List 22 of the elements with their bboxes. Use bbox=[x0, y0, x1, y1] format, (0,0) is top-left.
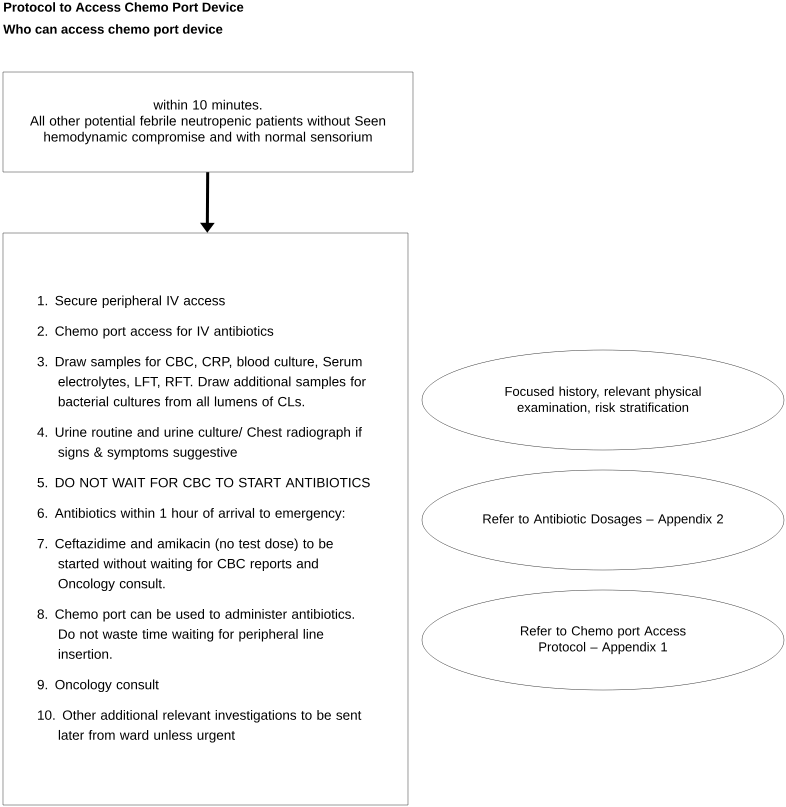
info-ellipse bbox=[422, 590, 784, 690]
title: Protocol to Access Chemo Port Device bbox=[4, 2, 244, 12]
list-item: 3. Draw samples for CBC, CRP, blood culture, Serum electrolytes, LFT, RFT. Draw additional samples for bacterial cultures from all lumens of CLs. bbox=[38, 356, 366, 406]
list-box bbox=[2, 232, 408, 806]
process-box bbox=[2, 72, 414, 172]
list-item: 10. Other additional relevant investigations to be sent later from ward unless urgent bbox=[38, 710, 362, 743]
list-item: 8. Chemo port can be used to administer antibiotics. Do not waste time waiting for peripheral line insertion. bbox=[38, 608, 354, 659]
ellipse-text: Focused history, relevant physical examination, risk stratification bbox=[506, 386, 701, 414]
list-item: 2. Chemo port access for IV antibiotics bbox=[38, 326, 274, 339]
ellipse-text: Refer to Antibiotic Dosages – Appendix 2 bbox=[483, 514, 723, 526]
list-item: 4. Urine routine and urine culture/ Chest radiograph if signs & symptoms suggestive bbox=[37, 426, 362, 460]
list-item: 9. Oncology consult bbox=[38, 679, 159, 692]
list-item: 6. Antibiotics within 1 hour of arrival to emergency: bbox=[38, 508, 344, 521]
list-item: 7. Ceftazidime and amikacin (no test dose) to be started without waiting for CBC reports and Oncology consult. bbox=[38, 538, 333, 592]
info-ellipse bbox=[422, 470, 784, 570]
box-text: within 10 minutes. bbox=[153, 100, 262, 110]
ellipse-text: Refer to Chemo port Access Protocol – Appendix 1 bbox=[520, 626, 686, 654]
box-text: All other potential febrile neutropenic patients without Seen hemodynamic compromise and with normal sensorium bbox=[30, 116, 386, 144]
list-item: 1. Secure peripheral IV access bbox=[38, 295, 225, 308]
subtitle: Who can access chemo port device bbox=[3, 24, 222, 36]
list-item: 5. DO NOT WAIT FOR CBC TO START ANTIBIOTICS bbox=[38, 478, 370, 488]
info-ellipse bbox=[422, 350, 784, 450]
